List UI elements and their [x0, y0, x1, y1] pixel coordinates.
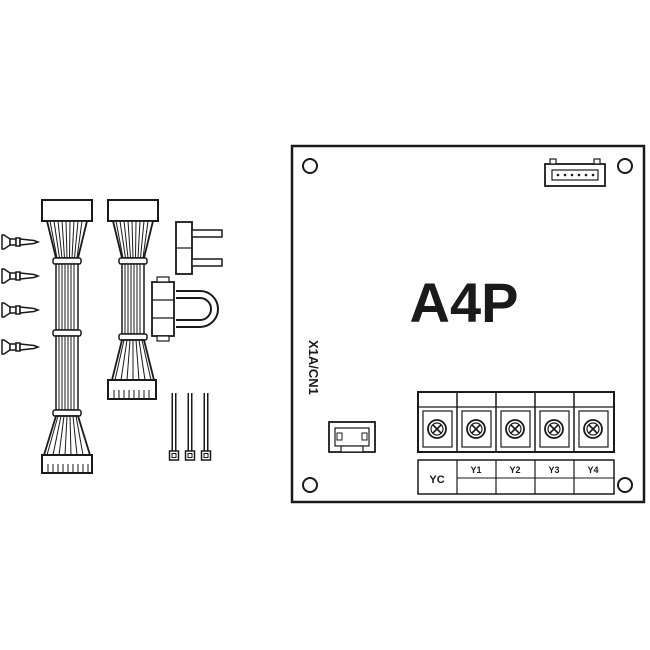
standoff-1 — [1, 234, 39, 250]
mounting-hole-tl — [302, 158, 318, 174]
x1a-connector — [328, 421, 376, 453]
terminal-label-y4: Y4 — [587, 465, 598, 475]
mounting-hole-bl — [302, 477, 318, 493]
standoff-4 — [1, 339, 39, 355]
cable-tie-3 — [202, 393, 211, 460]
terminal-screw-y3 — [544, 419, 564, 439]
mounting-hole-br — [617, 477, 633, 493]
wire-harness-short — [107, 199, 159, 400]
board-title: A4P — [410, 271, 519, 334]
terminal-label-y3: Y3 — [548, 465, 559, 475]
cable-tie-2 — [186, 393, 195, 460]
cable-tie-1 — [170, 393, 179, 460]
mounting-hole-tr — [617, 158, 633, 174]
terminal-screw-yc — [427, 419, 447, 439]
standoff-3 — [1, 302, 39, 318]
terminal-screw-y2 — [505, 419, 525, 439]
terminal-label-yc: YC — [429, 474, 444, 486]
terminal-label-y1: Y1 — [470, 465, 481, 475]
terminal-screw-y4 — [583, 419, 603, 439]
terminal-label-grid — [417, 459, 615, 495]
pin-header — [544, 158, 606, 187]
standoff-2 — [1, 268, 39, 284]
terminal-label-y2: Y2 — [509, 465, 520, 475]
u-clamp-connector — [151, 276, 219, 342]
terminal-screw-y1 — [466, 419, 486, 439]
terminal-block — [417, 391, 615, 453]
jumper-connector — [175, 221, 223, 275]
wire-harness-long — [41, 199, 93, 474]
connector-label: X1A/CN1 — [306, 340, 321, 395]
pcb-board: A4P X1A/CN1 — [290, 144, 646, 504]
